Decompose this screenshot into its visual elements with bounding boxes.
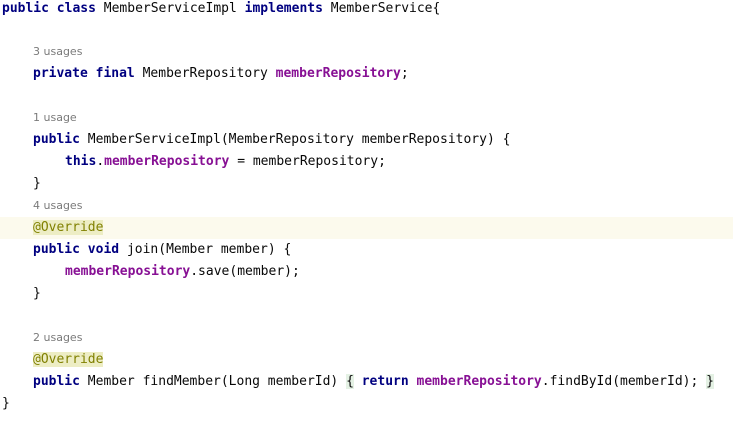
close-brace: }	[706, 374, 714, 389]
code-line-find-member-annotation[interactable]: @Override	[0, 349, 733, 371]
close-brace: }	[33, 176, 41, 191]
keyword-private: private	[33, 66, 88, 81]
code-line-field[interactable]: private final MemberRepository memberRep…	[0, 63, 733, 85]
code-line-class-close[interactable]: }	[0, 393, 733, 415]
interface-name: MemberService{	[330, 1, 441, 16]
code-line-join-annotation[interactable]: @Override	[0, 217, 733, 239]
keyword-final: final	[95, 66, 135, 81]
code-line-constructor-body[interactable]: this.memberRepository = memberRepository…	[0, 151, 733, 173]
close-brace: }	[33, 286, 41, 301]
open-brace: {	[346, 374, 354, 389]
class-name: MemberServiceImpl	[103, 1, 237, 16]
field-reference: memberRepository	[65, 264, 191, 279]
code-line-find-member[interactable]: public Member findMember(Long memberId) …	[0, 371, 733, 393]
find-member-signature: Member findMember(Long memberId)	[87, 374, 339, 389]
keyword-public: public	[33, 242, 80, 257]
keyword-this: this	[65, 154, 97, 169]
keyword-public: public	[33, 132, 80, 147]
keyword-public: public	[33, 374, 80, 389]
keyword-class: class	[56, 1, 96, 16]
usages-hint-join[interactable]: 4 usages	[33, 199, 83, 212]
code-line-constructor-close[interactable]: }	[0, 173, 733, 195]
field-type: MemberRepository	[142, 66, 268, 81]
field-reference: memberRepository	[104, 154, 230, 169]
keyword-return: return	[361, 374, 409, 389]
usages-hint-find-member[interactable]: 2 usages	[33, 331, 83, 344]
code-line-join-signature[interactable]: public void join(Member member) {	[0, 239, 733, 261]
override-annotation: @Override	[33, 220, 104, 235]
save-call: .save(member);	[190, 264, 300, 279]
semicolon: ;	[400, 66, 409, 81]
code-line-join-close[interactable]: }	[0, 283, 733, 305]
dot: .	[96, 154, 105, 169]
field-name: memberRepository	[275, 66, 401, 81]
keyword-public: public	[2, 1, 49, 16]
close-brace: }	[2, 396, 10, 411]
keyword-void: void	[87, 242, 120, 257]
join-signature: join(Member member) {	[126, 242, 292, 257]
find-by-id-call: .findById(memberId);	[541, 374, 699, 389]
field-reference: memberRepository	[416, 374, 542, 389]
keyword-implements: implements	[244, 1, 323, 16]
code-line-constructor-signature[interactable]: public MemberServiceImpl(MemberRepositor…	[0, 129, 733, 151]
usages-hint-constructor[interactable]: 1 usage	[33, 111, 77, 124]
code-line-join-body[interactable]: memberRepository.save(member);	[0, 261, 733, 283]
usages-hint-field[interactable]: 3 usages	[33, 45, 83, 58]
constructor-signature: MemberServiceImpl(MemberRepository membe…	[87, 132, 511, 147]
override-annotation: @Override	[33, 352, 104, 367]
assignment: = memberRepository;	[229, 154, 386, 169]
code-line-class-declaration[interactable]: public class MemberServiceImpl implement…	[0, 0, 733, 20]
